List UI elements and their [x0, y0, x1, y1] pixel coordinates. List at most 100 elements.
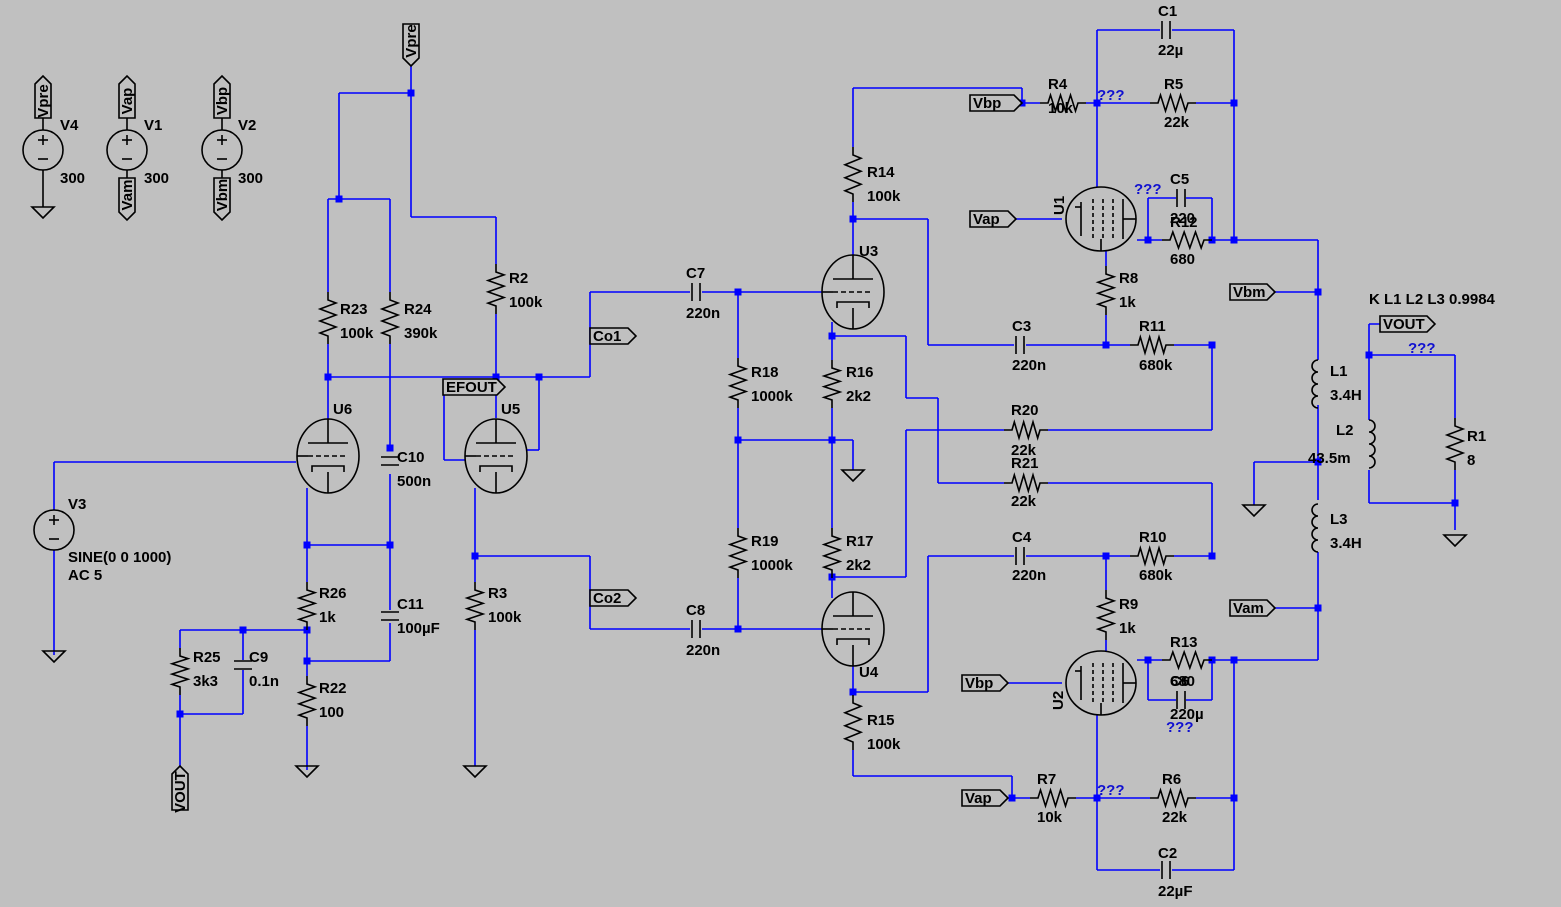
resistor-r8[interactable]: [1095, 266, 1117, 315]
value-r5: 22k: [1164, 114, 1190, 131]
tube-u2[interactable]: [1065, 650, 1137, 716]
capacitor-c11[interactable]: [381, 611, 399, 621]
capacitor-c10[interactable]: [381, 456, 399, 466]
capacitor-c1[interactable]: [1161, 21, 1171, 39]
ref-r5: R5: [1164, 76, 1183, 93]
tag-vbp-v2: Vbp: [213, 74, 231, 119]
resistor-r18[interactable]: [727, 358, 749, 408]
voltage-source-v3[interactable]: [33, 509, 75, 551]
tube-u3[interactable]: [821, 254, 885, 330]
marker-q5: ???: [1097, 782, 1125, 799]
inductor-l3[interactable]: [1311, 503, 1319, 553]
resistor-r24[interactable]: [379, 292, 401, 344]
resistor-r6[interactable]: [1150, 787, 1196, 809]
ref-r6: R6: [1162, 771, 1181, 788]
resistor-r4[interactable]: [1040, 92, 1086, 114]
resistor-r3[interactable]: [464, 582, 486, 630]
resistor-r25[interactable]: [169, 648, 191, 695]
ref-c7: C7: [686, 265, 705, 282]
ref-r10: R10: [1139, 529, 1167, 546]
resistor-r26[interactable]: [296, 582, 318, 630]
ref-r17: R17: [846, 533, 874, 550]
capacitor-c9[interactable]: [234, 660, 252, 670]
voltage-source-v4[interactable]: [22, 129, 64, 171]
resistor-r19[interactable]: [727, 528, 749, 578]
net-label-vpre: Vpre: [35, 84, 52, 117]
capacitor-c3[interactable]: [1015, 336, 1025, 354]
ref-r14: R14: [867, 164, 895, 181]
ref-v3: V3: [68, 496, 86, 513]
net-label-vbp: Vbp: [214, 87, 231, 115]
label-c2: C2 22µF: [1158, 845, 1193, 900]
ref-c11: C11: [397, 596, 424, 613]
ref-c2: C2: [1158, 845, 1177, 862]
resistor-r23[interactable]: [317, 292, 339, 344]
inductor-l1[interactable]: [1311, 359, 1319, 409]
resistor-r17[interactable]: [821, 528, 843, 578]
capacitor-c7[interactable]: [691, 283, 701, 301]
resistor-r15[interactable]: [842, 695, 864, 750]
value-r11: 680k: [1139, 357, 1173, 374]
tube-u5[interactable]: [464, 418, 528, 494]
ref-r20: R20: [1011, 402, 1039, 419]
resistor-r5[interactable]: [1150, 92, 1196, 114]
capacitor-c6[interactable]: [1176, 691, 1186, 709]
value-c2: 22µF: [1158, 883, 1193, 900]
ref-r9: R9: [1119, 596, 1138, 613]
tag-vap-u1: Vap: [969, 210, 1018, 228]
inductor-l2[interactable]: [1368, 419, 1376, 469]
resistor-r14[interactable]: [842, 147, 864, 202]
label-c9: C90.1n: [249, 649, 279, 690]
ref-c1: C1: [1158, 3, 1177, 20]
resistor-r11[interactable]: [1130, 334, 1174, 356]
resistor-r10[interactable]: [1130, 545, 1174, 567]
net-label-co2: Co2: [593, 590, 621, 607]
ref-r2: R2: [509, 270, 528, 287]
tube-u4[interactable]: [821, 591, 885, 667]
tag-vbm-v2: Vbm: [213, 177, 231, 222]
resistor-r1[interactable]: [1444, 418, 1466, 470]
ref-u3: U3: [859, 243, 878, 260]
tube-u1[interactable]: [1065, 186, 1137, 252]
value-c11: 100µF: [397, 620, 440, 637]
capacitor-c5[interactable]: [1176, 189, 1186, 207]
resistor-r2[interactable]: [485, 264, 507, 314]
ref-r8: R8: [1119, 270, 1138, 287]
marker-q4: ???: [1166, 719, 1194, 736]
voltage-source-v2[interactable]: [201, 129, 243, 171]
resistor-r13[interactable]: [1162, 649, 1212, 671]
ref-u4: U4: [859, 664, 879, 681]
value-c10: 500n: [397, 473, 431, 490]
resistor-r20[interactable]: [1004, 419, 1048, 441]
resistor-r9[interactable]: [1095, 590, 1117, 640]
ref-r12: R12: [1170, 214, 1198, 231]
resistor-r16[interactable]: [821, 360, 843, 408]
net-label-vout: VOUT: [172, 771, 189, 813]
value-r6: 22k: [1162, 809, 1188, 826]
resistor-r7[interactable]: [1030, 787, 1076, 809]
value-c7: 220n: [686, 305, 720, 322]
capacitor-c2[interactable]: [1161, 861, 1171, 879]
capacitor-c8[interactable]: [691, 620, 701, 638]
capacitor-c4[interactable]: [1015, 547, 1025, 565]
value-r8: 1k: [1119, 294, 1136, 311]
tube-u6[interactable]: [296, 418, 360, 494]
tag-vout-left: VOUT: [171, 764, 189, 813]
resistor-r12[interactable]: [1162, 229, 1212, 251]
voltage-source-v1[interactable]: [106, 129, 148, 171]
marker-q2: ???: [1134, 181, 1162, 198]
resistor-r21[interactable]: [1004, 472, 1048, 494]
resistor-r22[interactable]: [296, 676, 318, 726]
value-c4: 220n: [1012, 567, 1046, 584]
